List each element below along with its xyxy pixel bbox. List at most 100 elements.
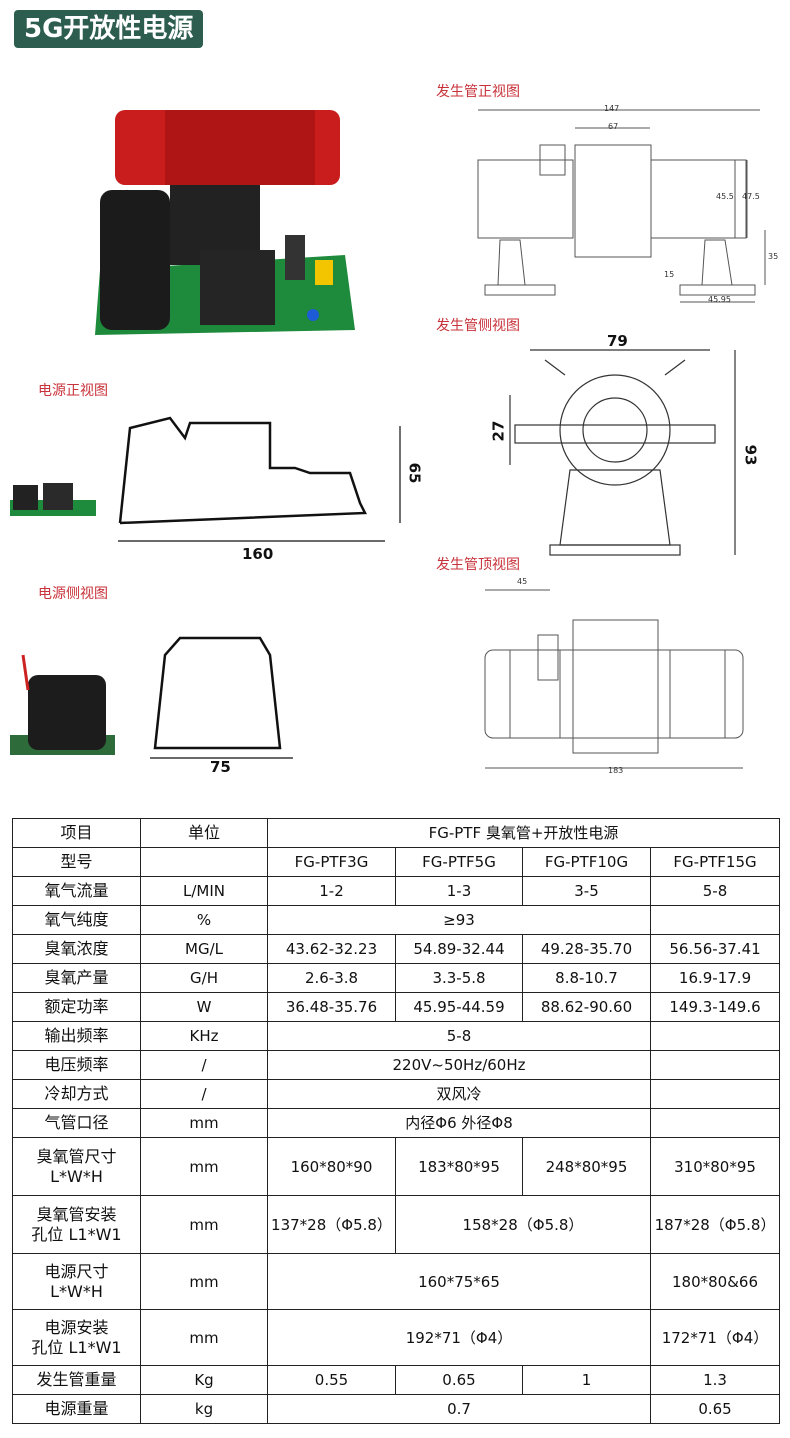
unit-cell: MG/L: [140, 934, 268, 964]
value-cell: 双风冷: [267, 1079, 651, 1109]
row-label: 气管口径: [12, 1108, 141, 1138]
value-cell: 88.62-90.60: [522, 992, 651, 1022]
row-label: 氧气流量: [12, 876, 141, 906]
row-label: 冷却方式: [12, 1079, 141, 1109]
unit-cell: /: [140, 1079, 268, 1109]
value-cell: 5-8: [649, 876, 781, 906]
unit-cell: kg: [140, 1394, 268, 1424]
label-tube-top: 发生管顶视图: [436, 557, 520, 573]
value-cell: 1.3: [649, 1365, 781, 1395]
dim-183: 183: [608, 766, 624, 775]
row-label: 臭氧产量: [12, 963, 141, 993]
row-label: 臭氧管安装孔位 L1*W1: [12, 1195, 141, 1254]
label-psu-side: 电源侧视图: [38, 586, 108, 602]
model-cell: FG-PTF3G: [267, 847, 396, 877]
value-cell: 1: [522, 1365, 651, 1395]
dim-65: 65: [405, 462, 424, 484]
header-item: 项目: [12, 818, 141, 848]
unit-cell: %: [140, 905, 268, 935]
row-label: 氧气纯度: [12, 905, 141, 935]
row-label-line: L*W*H: [50, 1281, 103, 1301]
value-cell: 248*80*95: [522, 1137, 651, 1196]
dim-35: 35: [768, 252, 779, 261]
dim-45-5: 45.5: [716, 192, 734, 201]
empty-cell: [649, 1021, 781, 1051]
empty-cell: [140, 847, 268, 877]
tube-top-drawing: [484, 589, 744, 769]
model-cell: FG-PTF10G: [522, 847, 651, 877]
empty-cell: [649, 1079, 781, 1109]
row-label: 发生管重量: [12, 1365, 141, 1395]
value-cell: 3-5: [522, 876, 651, 906]
unit-cell: mm: [140, 1195, 268, 1254]
unit-cell: G/H: [140, 963, 268, 993]
value-cell: 160*75*65: [267, 1253, 651, 1310]
psu-front-outline: [118, 416, 401, 542]
value-cell: ≥93: [267, 905, 651, 935]
value-cell: 187*28（Φ5.8）: [649, 1195, 781, 1254]
value-cell: 160*80*90: [267, 1137, 396, 1196]
unit-cell: KHz: [140, 1021, 268, 1051]
dim-45-95: 45.95: [708, 295, 731, 304]
psu-front-photo: [10, 483, 96, 516]
table-row: 电压频率/220V~50Hz/60Hz: [12, 1050, 781, 1080]
dim-15: 15: [664, 270, 675, 279]
value-cell: 192*71（Φ4）: [267, 1309, 651, 1366]
value-cell: 0.55: [267, 1365, 396, 1395]
header-unit: 单位: [140, 818, 268, 848]
value-cell: 8.8-10.7: [522, 963, 651, 993]
value-cell: 56.56-37.41: [649, 934, 781, 964]
psu-side-photo: [10, 654, 115, 755]
value-cell: 内径Φ6 外径Φ8: [267, 1108, 651, 1138]
unit-cell: mm: [140, 1137, 268, 1196]
empty-cell: [649, 905, 781, 935]
value-cell: 158*28（Φ5.8）: [395, 1195, 651, 1254]
value-cell: 0.65: [395, 1365, 523, 1395]
value-cell: 172*71（Φ4）: [649, 1309, 781, 1366]
dim-47-5: 47.5: [742, 192, 760, 201]
value-cell: 1-3: [395, 876, 523, 906]
row-label-line: 臭氧管尺寸: [36, 1146, 117, 1166]
dim-147: 147: [604, 104, 620, 113]
value-cell: 54.89-32.44: [395, 934, 523, 964]
dim-75: 75: [210, 758, 231, 776]
row-label: 电压频率: [12, 1050, 141, 1080]
unit-cell: mm: [140, 1108, 268, 1138]
value-cell: 137*28（Φ5.8）: [267, 1195, 396, 1254]
dim-45: 45: [517, 577, 528, 586]
empty-cell: [649, 1050, 781, 1080]
table-row: 冷却方式/双风冷: [12, 1079, 781, 1109]
dim-27: 27: [489, 420, 508, 442]
psu-side-outline: [150, 636, 293, 759]
unit-cell: mm: [140, 1253, 268, 1310]
row-label-line: 臭氧管安装: [36, 1204, 117, 1224]
row-label-line: 孔位 L1*W1: [31, 1224, 122, 1244]
tube-front-drawing: [477, 109, 766, 303]
row-label: 额定功率: [12, 992, 141, 1022]
unit-cell: W: [140, 992, 268, 1022]
value-cell: 16.9-17.9: [649, 963, 781, 993]
header-group: FG-PTF 臭氧管+开放性电源: [266, 818, 781, 848]
value-cell: 49.28-35.70: [522, 934, 651, 964]
value-cell: 2.6-3.8: [267, 963, 396, 993]
value-cell: 5-8: [267, 1021, 651, 1051]
value-cell: 45.95-44.59: [395, 992, 523, 1022]
row-label-line: L*W*H: [50, 1166, 103, 1186]
unit-cell: Kg: [140, 1365, 268, 1395]
unit-cell: /: [140, 1050, 268, 1080]
row-label-line: 电源尺寸: [44, 1261, 109, 1281]
value-cell: 183*80*95: [395, 1137, 523, 1196]
row-label: 型号: [12, 847, 141, 877]
